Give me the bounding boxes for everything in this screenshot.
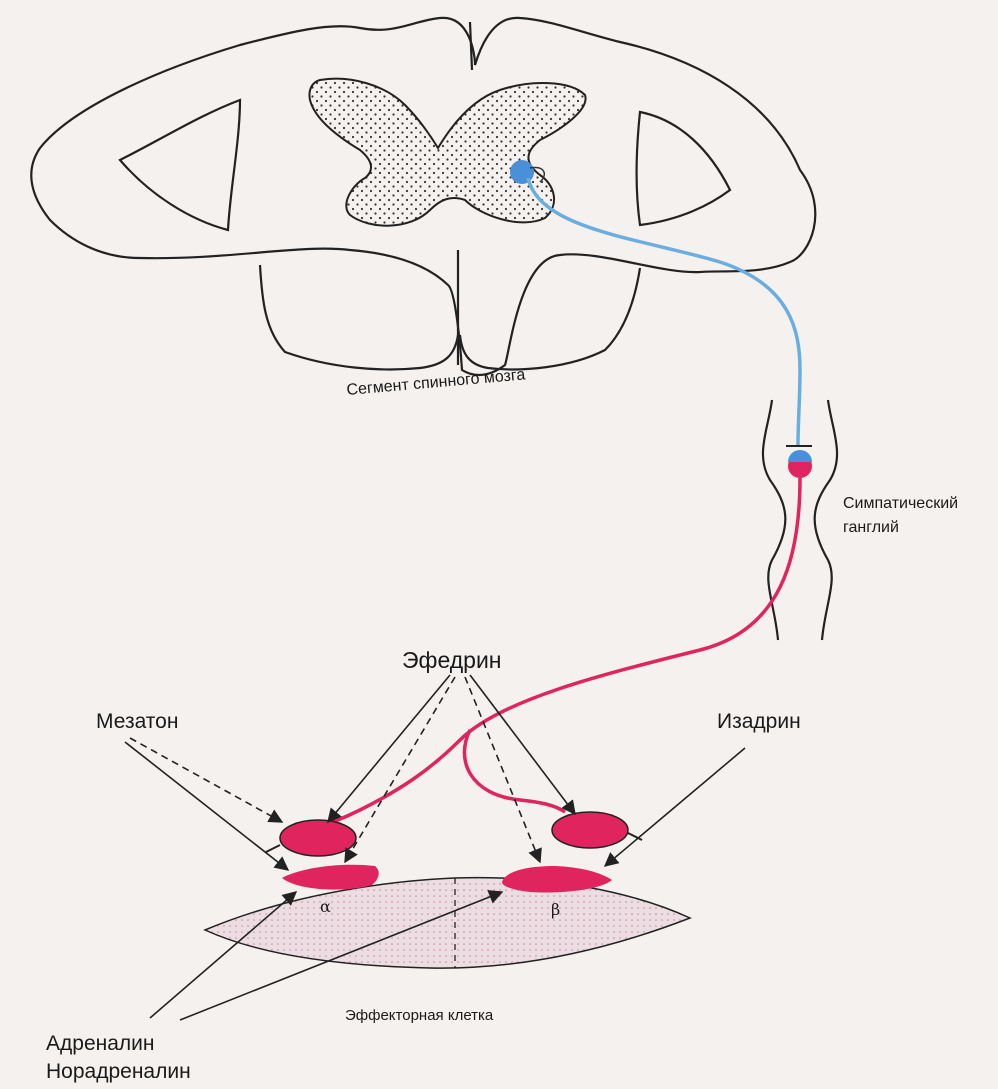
effector-cell [205, 878, 690, 968]
ganglion-label-line1: Симпатический [843, 495, 958, 512]
nerve-terminal-left [280, 820, 356, 856]
preganglionic-neuron [510, 160, 812, 446]
ephedrine-label: Эфедрин [402, 647, 502, 673]
alpha-label: α [320, 897, 331, 916]
izadrin-arrow [605, 748, 745, 866]
postganglionic-fiber [310, 478, 800, 830]
alpha-receptor [282, 865, 379, 890]
beta-label: β [551, 900, 560, 919]
mezaton-label: Мезатон [96, 710, 178, 733]
mezaton-arrows [125, 738, 288, 870]
adrenaline-label: Адреналин [46, 1032, 154, 1055]
noradrenaline-label: Норадреналин [46, 1060, 191, 1083]
izadrin-label: Изадрин [717, 710, 801, 733]
ephedrine-arrows [328, 675, 575, 862]
ganglion-label-line2: ганглий [843, 519, 899, 536]
spinal-segment-label: Сегмент спинного мозга [346, 366, 526, 399]
nerve-terminal-right [552, 812, 628, 848]
sympathetic-ganglion [763, 400, 837, 640]
effector-cell-label: Эффекторная клетка [345, 1007, 494, 1024]
ganglion-cell-body [788, 450, 812, 478]
preganglionic-fiber [528, 178, 800, 445]
